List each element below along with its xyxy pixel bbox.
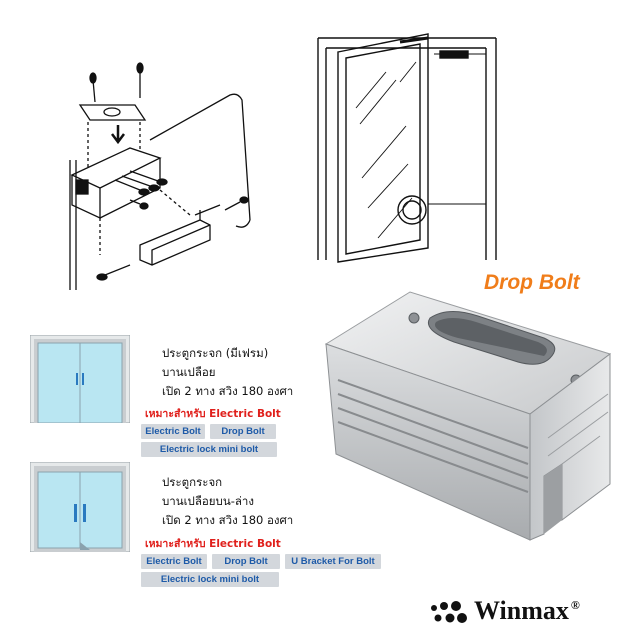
door-type-1-thumbnail <box>29 334 131 424</box>
door-type-2-suitable-label: เหมาะสำหรับ Electric Bolt <box>145 538 281 550</box>
door-type-1-tag-mini-bolt: Electric lock mini bolt <box>141 442 277 457</box>
door-type-1-tag-drop-bolt: Drop Bolt <box>210 424 276 439</box>
brand-name: Winmax <box>474 596 569 625</box>
door-type-1-line-2: บานเปลือย <box>162 365 216 379</box>
door-type-2-tag-electric-bolt: Electric Bolt <box>141 554 207 569</box>
door-type-1-description: ประตูกระจก (มีเฟรม) บานเปลือย เปิด 2 ทาง… <box>162 344 293 401</box>
door-type-2-thumbnail <box>29 461 131 553</box>
door-type-1-tag-electric-bolt: Electric Bolt <box>141 424 205 439</box>
door-elevation-diagram <box>300 28 500 264</box>
brand-logo: Winmax® <box>428 594 638 634</box>
door-type-1-line-1: ประตูกระจก (มีเฟรม) <box>162 346 269 360</box>
door-type-2-line-2: บานเปลือยบน-ล่าง <box>162 494 254 508</box>
door-type-2-tag-mini-bolt: Electric lock mini bolt <box>141 572 279 587</box>
u-bracket-product-image <box>318 288 618 548</box>
product-title: Drop Bolt <box>484 271 580 294</box>
brand-logo-dots <box>431 601 467 623</box>
brand-registered-mark: ® <box>570 598 580 613</box>
door-type-2-description: ประตูกระจก บานเปลือยบน-ล่าง เปิด 2 ทาง ส… <box>162 473 293 530</box>
door-type-2-tag-u-bracket: U Bracket For Bolt <box>285 554 381 569</box>
door-type-1-line-3: เปิด 2 ทาง สวิง 180 องศา <box>162 384 294 398</box>
door-type-1-suitable-label: เหมาะสำหรับ Electric Bolt <box>145 408 281 420</box>
door-type-2-line-1: ประตูกระจก <box>162 475 223 489</box>
door-type-2-tag-drop-bolt: Drop Bolt <box>212 554 280 569</box>
door-type-2-line-3: เปิด 2 ทาง สวิง 180 องศา <box>162 513 294 527</box>
installation-diagram <box>60 40 270 300</box>
